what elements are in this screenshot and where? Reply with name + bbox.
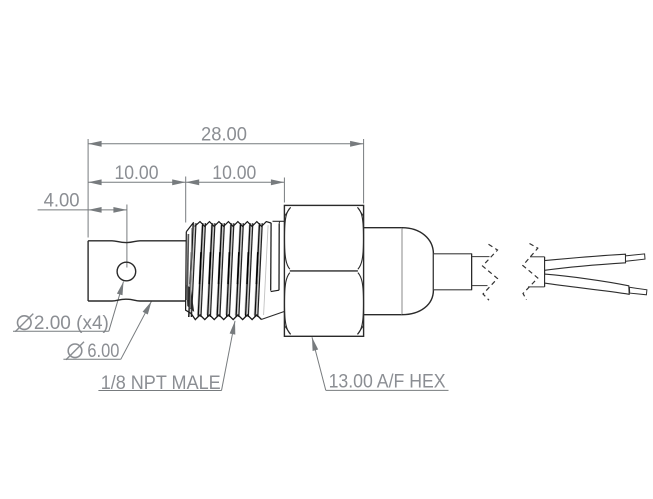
svg-text:28.00: 28.00 [201,124,247,146]
svg-text:2.00 (x4): 2.00 (x4) [34,312,109,334]
svg-text:13.00 A/F HEX: 13.00 A/F HEX [329,371,446,393]
svg-text:4.00: 4.00 [44,190,80,212]
svg-text:10.00: 10.00 [115,162,159,184]
svg-text:10.00: 10.00 [212,162,256,184]
svg-text:1/8 NPT MALE: 1/8 NPT MALE [101,372,221,394]
svg-text:6.00: 6.00 [87,340,119,362]
